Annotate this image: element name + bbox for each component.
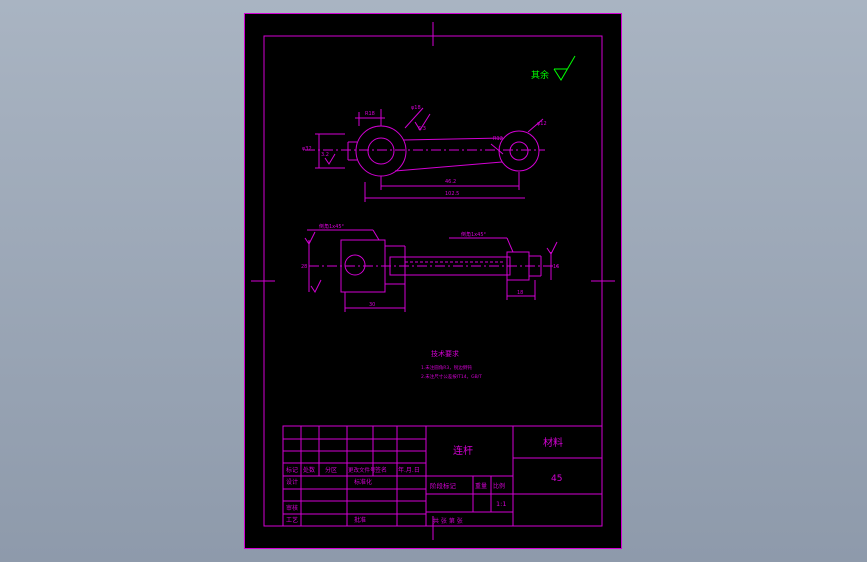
dim-center-right: R12 [493,136,503,142]
material-label: 材料 [543,436,563,449]
header-doc: 更改文件号 [348,466,376,474]
header-sign: 签名 [375,466,387,474]
side-left-label: 倒角1x45° [319,223,345,230]
dim-rough-1: 6.3 [418,126,426,132]
title-block [282,425,603,527]
weight-label: 重量 [475,482,487,490]
material-value: 45 [551,474,562,484]
tech-req-title: 技术要求 [431,349,459,358]
big-end-hole [367,137,395,165]
approve-label: 批准 [354,516,366,524]
standardize-label: 标准化 [354,478,372,486]
side-view [304,229,561,312]
dim-center-left: R18 [365,111,375,117]
header-mark: 标记 [286,466,298,474]
dim-bottom-2: 102.5 [445,191,459,197]
big-end-boss [355,125,407,177]
side-arm [389,256,511,276]
roughness-note: 其余 [531,69,549,81]
scale-label: 比例 [493,482,505,490]
side-view-dims: 倒角1x45° 倒角1x45° 30 18 28 16 [301,223,559,308]
tech-req-line-2: 2.未注尺寸公差按IT14，GB/T [421,373,482,380]
design-label: 设计 [286,478,298,486]
header-date: 年.月.日 [398,466,420,474]
tech-requirements: 技术要求 1.未注圆角R3，锐边倒钝 2.未注尺寸公差按IT14，GB/T [421,349,482,380]
side-right-label: 倒角1x45° [461,231,487,238]
roughness-symbol: 其余 [531,55,576,81]
header-zone: 分区 [325,466,337,474]
dim-rough-2: 3.2 [321,152,329,158]
header-count: 处数 [303,466,315,474]
stage-mark-label: 阶段标记 [430,481,457,490]
inner-frame [263,35,603,527]
sheet-info: 共 张 第 张 [433,517,463,525]
side-big-hole [344,254,366,276]
top-view [305,107,545,202]
arm-edge-bottom [394,161,503,172]
cad-drawing: 其余 [251,22,615,540]
review-label: 审核 [286,504,298,512]
small-end-boss [498,130,540,172]
side-big-end [340,239,386,293]
dim-left-h: φ32 [302,146,312,152]
side-width-r: 18 [517,290,523,296]
side-h-l: 28 [301,264,307,270]
drawing-sheet: 其余 [244,13,622,549]
tech-req-line-1: 1.未注圆角R3，锐边倒钝 [421,364,472,371]
part-name: 连杆 [453,444,473,457]
scale-value: 1:1 [496,500,506,508]
top-view-dims: φ32 R18 R12 46.2 102.5 φ18 φ12 6.3 3.2 [302,105,547,197]
side-h-r: 16 [553,264,559,270]
side-width-l: 30 [369,302,375,308]
dim-hole-l: φ18 [411,105,421,111]
title-block-text: 连杆 材料 45 标记 处数 分区 更改文件号 签名 年.月.日 设计 标准化 … [286,436,563,525]
process-label: 工艺 [286,516,298,524]
small-end-hole [509,141,529,161]
arm-edge-top [402,137,504,141]
dim-bottom-1: 46.2 [445,179,456,185]
dim-hole-r: φ12 [537,121,547,127]
side-small-end [506,251,530,281]
